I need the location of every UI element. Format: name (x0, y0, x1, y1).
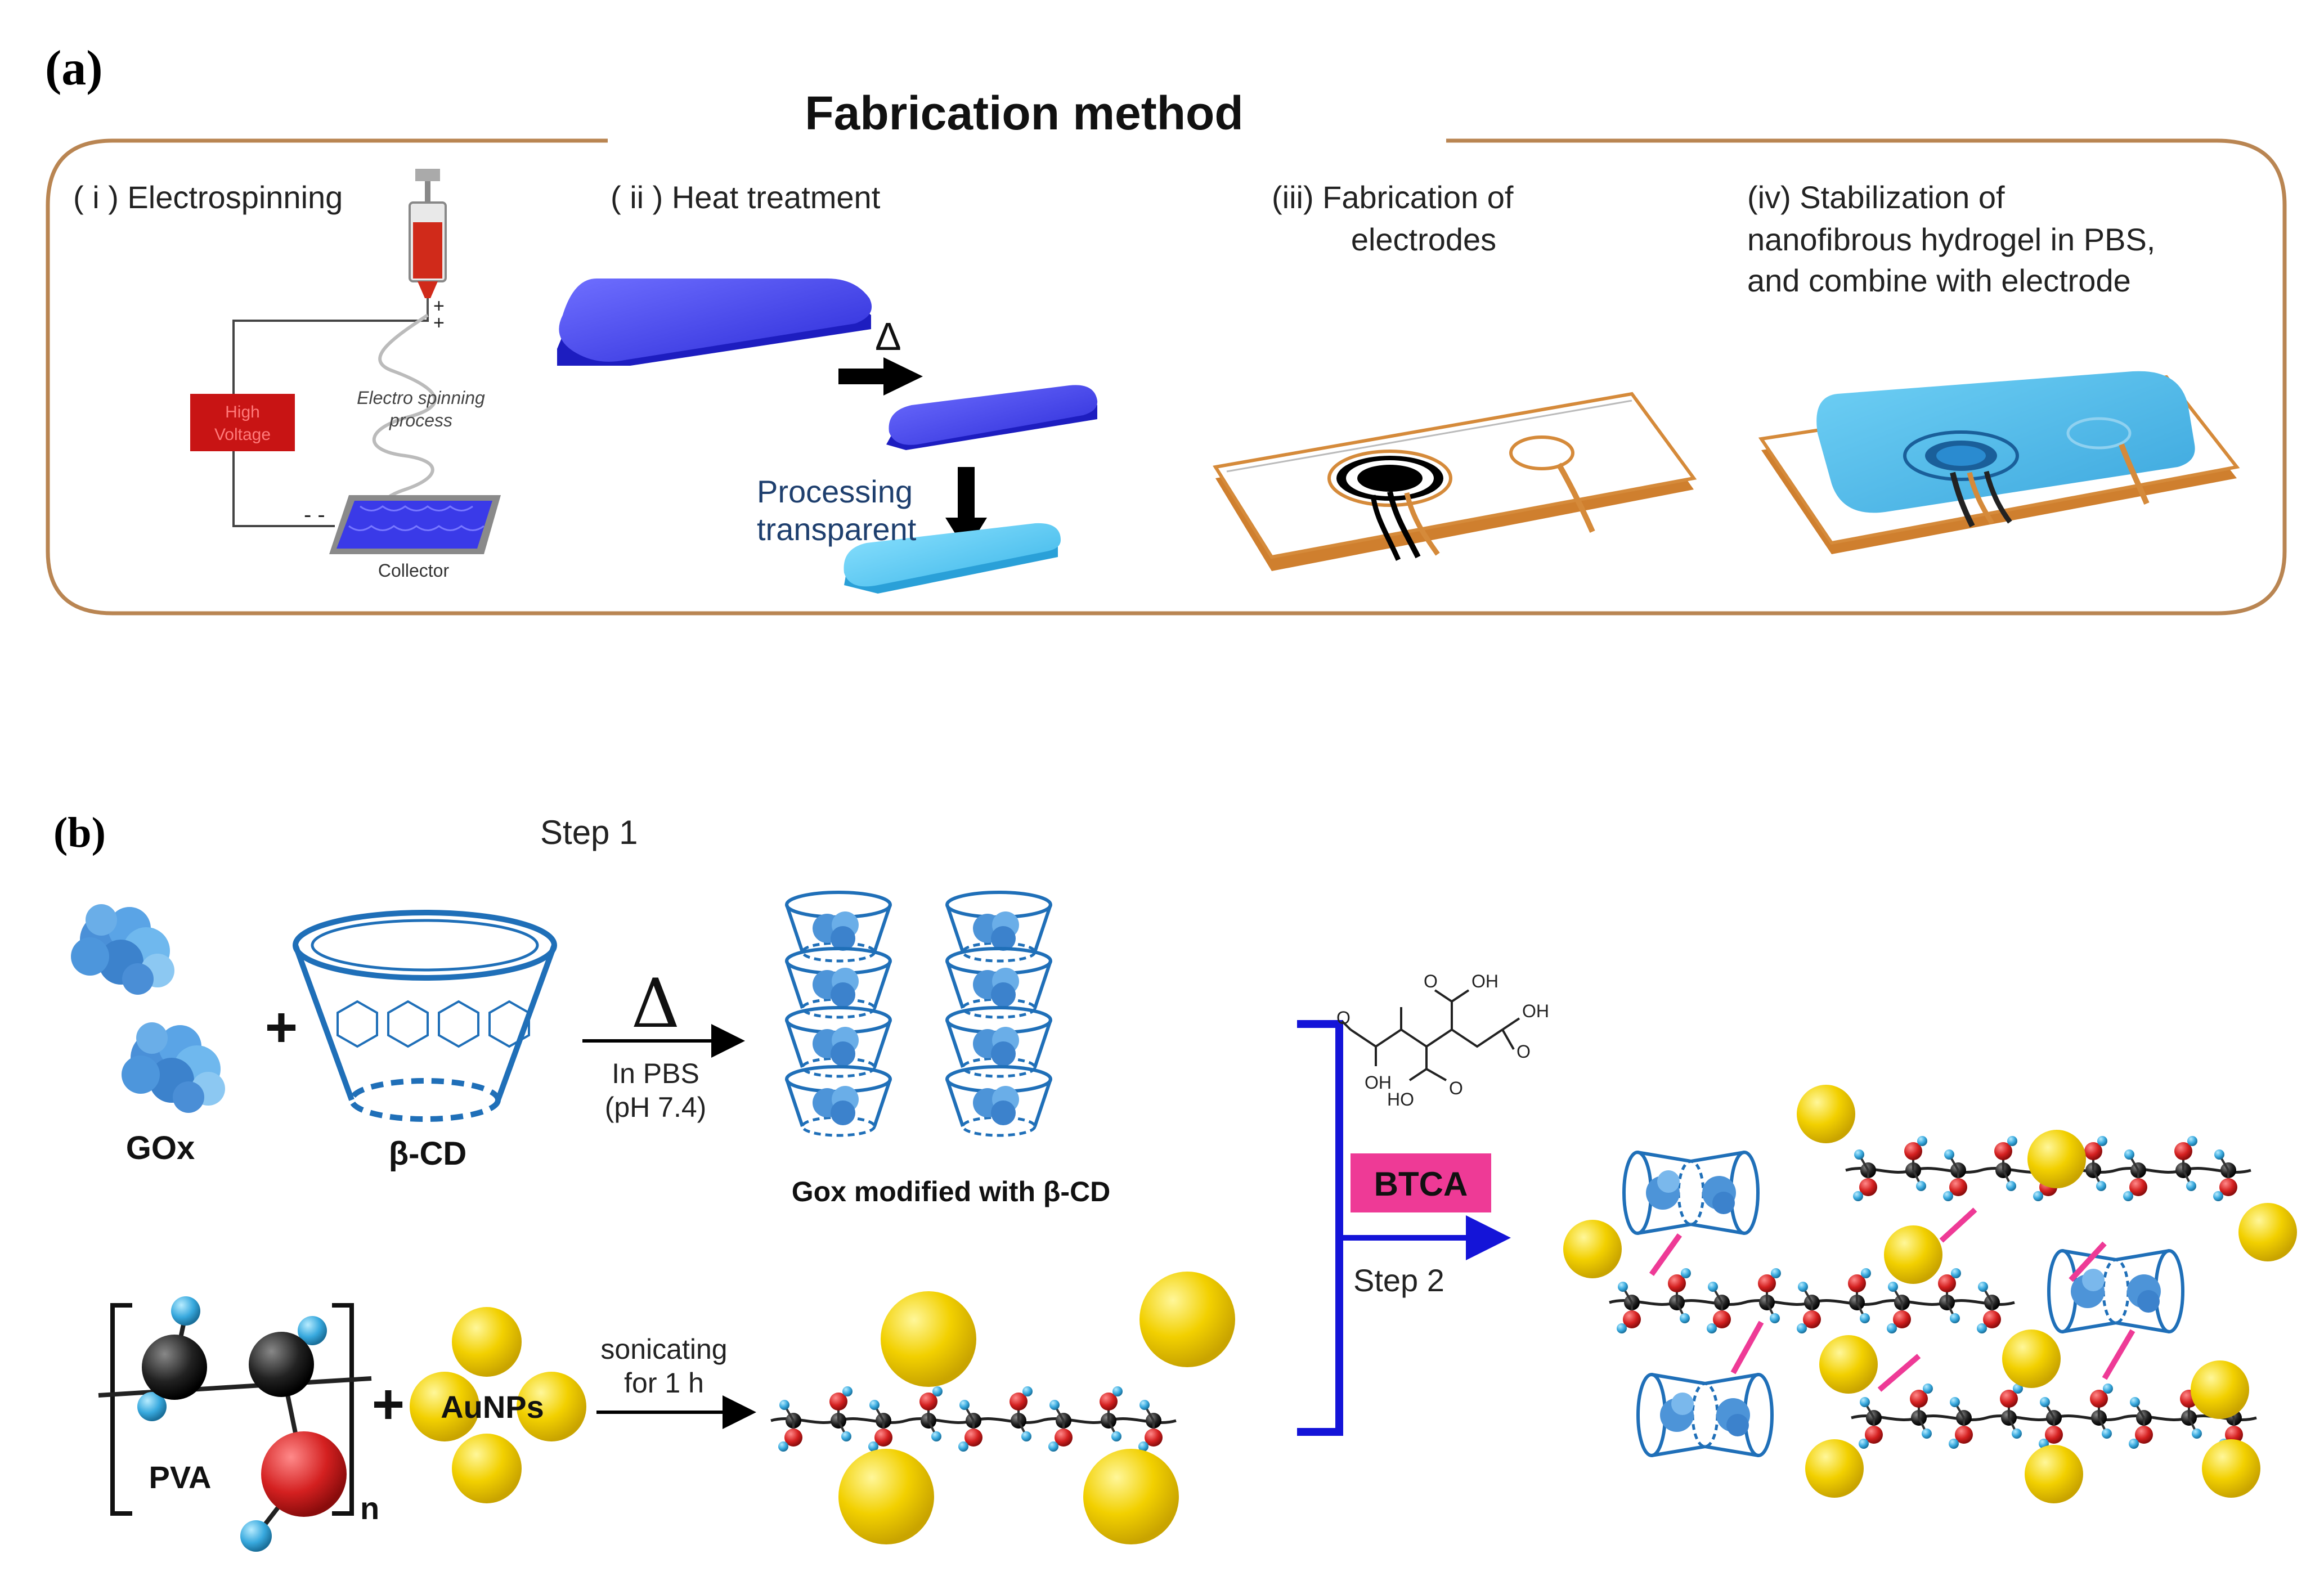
beta-cd-label: β-CD (389, 1135, 467, 1172)
pva-monomer (98, 1296, 372, 1552)
electrode-chip (1213, 392, 1697, 571)
plus-sign: + (433, 295, 445, 317)
processing-label-2: transparent (757, 511, 917, 547)
step-electrodes-label-1: (iii) Fabrication of (1272, 179, 1514, 215)
panel-b-label: (b) (53, 809, 106, 856)
circuit-wire (232, 315, 429, 527)
spinning-jet (372, 313, 437, 519)
nanofiber-mat-large (557, 279, 872, 366)
btca-structure (1341, 989, 1520, 1081)
step-stabilization-label-1: (iv) Stabilization of (1747, 179, 2005, 215)
gox-bcd-stack-left (787, 892, 890, 1135)
step-electrospinning-label: ( i ) Electrospinning (73, 179, 343, 215)
btca-o-2: O (1517, 1041, 1531, 1062)
panel-a-title: Fabrication method (805, 87, 1243, 140)
syringe-icon (409, 169, 447, 315)
beta-cd-cone-icon (293, 910, 557, 1122)
high-voltage-label-1: High (225, 403, 260, 421)
step1-label: Step 1 (540, 814, 638, 851)
step-heat-treatment-label: ( ii ) Heat treatment (611, 179, 881, 215)
btca-oh-1: OH (1471, 971, 1499, 991)
sonicating-label-2: for 1 h (624, 1367, 704, 1399)
ph-label: (pH 7.4) (605, 1092, 707, 1123)
gox-label: GOx (126, 1130, 195, 1166)
gox-bcd-stack-right (947, 892, 1051, 1135)
nanofiber-mat-shrunk (886, 385, 1098, 450)
plus-sign-2: + (433, 312, 445, 334)
gox-protein-icon (71, 904, 225, 1113)
plus-pva-aunps: + (372, 1373, 405, 1436)
collector-plate (329, 495, 501, 554)
high-voltage-box (190, 394, 295, 451)
step-stabilization-label-3: and combine with electrode (1747, 263, 2131, 298)
aunp-cluster (410, 1307, 586, 1503)
crosslinked-network (1563, 1085, 2297, 1503)
panel-a-label: (a) (45, 41, 103, 96)
electrode-with-hydrogel (1758, 371, 2240, 554)
plus-gox-bcd: + (265, 996, 298, 1059)
btca-ho: HO (1387, 1089, 1414, 1110)
high-voltage-label-2: Voltage (214, 425, 271, 444)
transparent-mat (844, 523, 1061, 594)
pva-label: PVA (149, 1459, 212, 1495)
step2-label: Step 2 (1353, 1263, 1444, 1298)
pva-aunp-chain (771, 1272, 1235, 1544)
btca-oh-2: OH (1522, 1001, 1549, 1021)
btca-label: BTCA (1374, 1165, 1468, 1203)
step-stabilization-label-2: nanofibrous hydrogel in PBS, (1747, 222, 2155, 257)
fabrication-frame (46, 138, 2287, 616)
heat-delta-symbol: Δ (875, 315, 901, 358)
in-pbs-label: In PBS (612, 1058, 699, 1089)
heat-arrow (838, 357, 923, 396)
btca-o-3: O (1336, 1008, 1351, 1028)
minus-signs: - - (304, 502, 325, 527)
processing-label-1: Processing (757, 474, 913, 509)
combine-bracket (1297, 1020, 1343, 1436)
collector-label: Collector (378, 560, 450, 581)
sonicating-label-1: sonicating (600, 1333, 727, 1365)
btca-oh-3: OH (1365, 1072, 1392, 1093)
electrospinning-process-label-2: process (389, 410, 452, 430)
btca-badge (1351, 1153, 1491, 1212)
pva-n-subscript: n (360, 1490, 379, 1526)
aunps-label: AuNPs (441, 1389, 544, 1425)
step-electrodes-label-2: electrodes (1351, 222, 1496, 257)
electrospinning-process-label-1: Electro spinning (357, 388, 485, 408)
btca-o-4: O (1449, 1078, 1463, 1098)
gox-modified-label: Gox modified with β-CD (792, 1176, 1111, 1207)
btca-o-1: O (1424, 971, 1438, 991)
step1-delta-symbol: Δ (631, 965, 680, 1043)
